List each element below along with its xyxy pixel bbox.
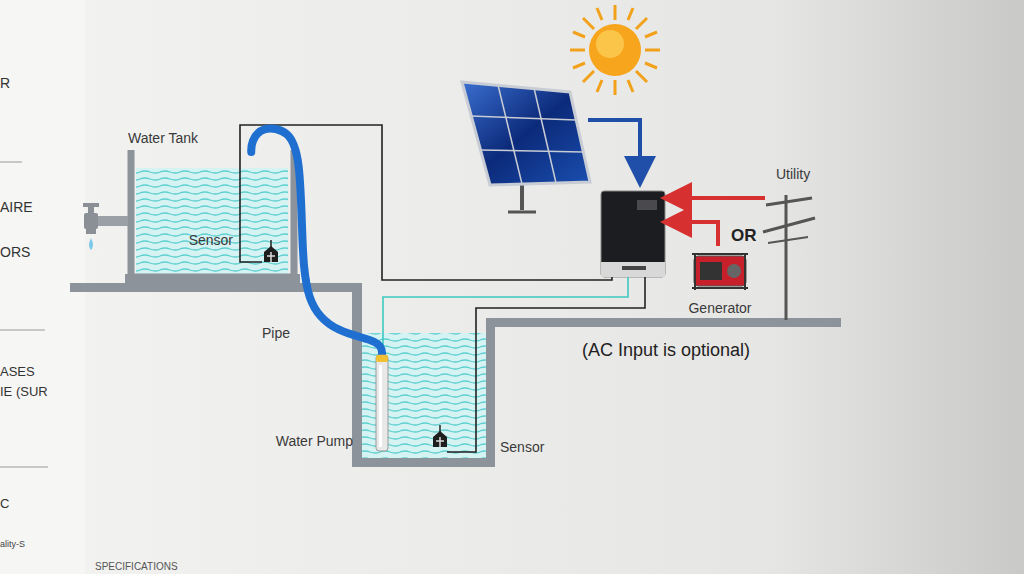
sun <box>570 5 660 95</box>
menu-text: ASES <box>0 364 35 379</box>
menu-text: ORS <box>0 244 30 260</box>
or-text: OR <box>731 226 757 246</box>
pump-cylinder: Water Pump <box>375 355 389 451</box>
faucet <box>83 203 128 250</box>
menu-text: ality-S <box>0 539 25 549</box>
edge-label: Pipe <box>262 325 290 341</box>
sensor-float: Sensor <box>263 240 279 264</box>
node-label: Sensor <box>189 232 233 248</box>
generator-arrow <box>676 222 718 246</box>
utility-arrow <box>676 196 765 200</box>
sensor-wires <box>240 125 645 452</box>
note-text: (AC Input is optional) <box>582 340 750 361</box>
tank-box: Water TankSensor <box>135 152 290 272</box>
inverter <box>601 191 665 277</box>
solar-power-arrow <box>588 120 640 172</box>
utility-pole-box: Utility <box>760 190 815 320</box>
sensor-symbol <box>432 425 448 451</box>
utility-pole <box>763 195 815 320</box>
node-label: Water Pump <box>276 433 353 449</box>
sensor-symbol <box>263 240 279 264</box>
water-pipe <box>251 128 382 355</box>
node-label: Water Tank <box>128 130 198 146</box>
menu-text: IE (SUR <box>0 384 48 399</box>
node-label: Generator <box>688 300 751 316</box>
water-tank <box>125 150 300 283</box>
ground <box>70 283 841 467</box>
sensor-float: Sensor <box>432 425 448 451</box>
menu-text: AIRE <box>0 199 33 215</box>
solar-panel <box>462 82 590 212</box>
node-label: Utility <box>776 166 810 182</box>
menu-text: R <box>0 75 10 91</box>
gen-symbol <box>692 250 748 292</box>
generator: Generator <box>692 250 748 292</box>
section-heading: SPECIFICATIONS <box>95 561 178 572</box>
menu-dividers <box>0 162 48 467</box>
node-label: Sensor <box>500 439 544 455</box>
menu-text: C <box>0 496 9 511</box>
pump-symbol <box>375 355 389 451</box>
